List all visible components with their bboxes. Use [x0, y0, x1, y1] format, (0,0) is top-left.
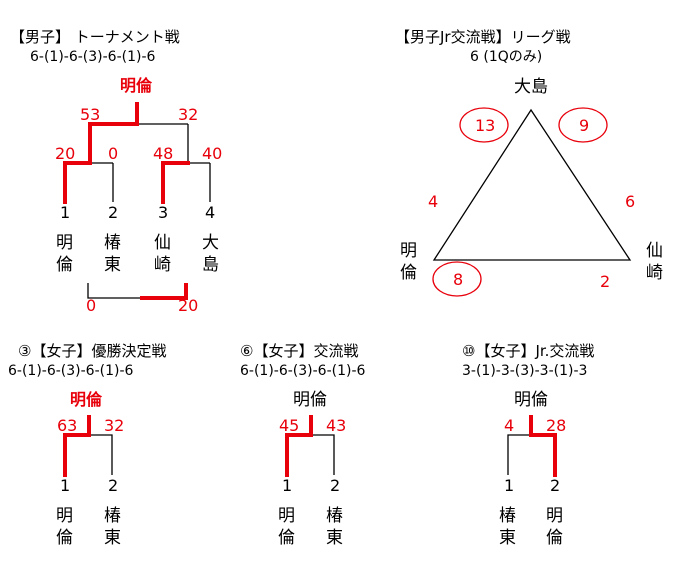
- girls-exchange-seed-2: 2: [330, 476, 340, 495]
- girls-exchange-team-2-char-1: 椿: [326, 506, 343, 526]
- boys-third-score-right: 20: [178, 296, 198, 315]
- girls-jr-seed-2: 2: [550, 476, 560, 495]
- girls-final: ③【女子】優勝決定戦 6-(1)-6-(3)-6-(1)-6 明倫 63 32 …: [8, 342, 166, 548]
- girls-final-team-2-char-2: 東: [104, 528, 121, 548]
- girls-final-winner-path: [63, 415, 91, 477]
- boys-tournament-score-line: 6-(1)-6-(3)-6-(1)-6: [30, 49, 156, 65]
- league-team-top: 大島: [514, 77, 548, 97]
- boys-seed-4: 4: [205, 203, 215, 222]
- girls-final-title: ③【女子】優勝決定戦: [18, 342, 166, 360]
- boys-tournament-title: 【男子】 トーナメント戦: [10, 28, 180, 46]
- boys-team-4-char-2: 島: [202, 255, 219, 275]
- league-circle-top-right: [558, 107, 608, 143]
- league-side-right: 6: [625, 192, 635, 211]
- girls-jr-team-1-char-1: 椿: [499, 506, 516, 526]
- league-circle-top-left: [459, 107, 509, 143]
- girls-exchange-score-right: 43: [326, 416, 346, 435]
- girls-final-team-1-char-2: 倫: [56, 528, 73, 548]
- league-team-right-char-1: 仙: [646, 241, 663, 261]
- girls-exchange-champion: 明倫: [293, 390, 327, 410]
- league-score-bottom-left: 8: [453, 270, 463, 289]
- girls-exchange-seed-1: 1: [282, 476, 292, 495]
- girls-exchange-team-2-char-2: 東: [326, 528, 343, 548]
- girls-final-team-2-char-1: 椿: [104, 506, 121, 526]
- boys-champion-label: 明倫: [120, 76, 153, 95]
- league-score-top-left: 13: [475, 116, 495, 135]
- girls-jr-score-left: 4: [504, 416, 514, 435]
- girls-jr-team-2-char-1: 明: [546, 506, 563, 526]
- girls-jr-team-2-char-2: 倫: [546, 528, 563, 548]
- league-title: 【男子Jr交流戦】リーグ戦: [395, 28, 571, 46]
- boys-third-score-left: 0: [86, 296, 96, 315]
- league-side-left: 4: [428, 192, 438, 211]
- boys-jr-league: 【男子Jr交流戦】リーグ戦 6 (1Qのみ) 大島 明 倫 仙 崎 13 9 8…: [395, 28, 663, 297]
- girls-final-score-right: 32: [104, 416, 124, 435]
- boys-team-1-char-1: 明: [56, 233, 73, 253]
- boys-first-score-b: 0: [108, 144, 118, 163]
- boys-seed-1: 1: [60, 203, 70, 222]
- boys-team-4-char-1: 大: [202, 233, 219, 253]
- girls-final-score-left: 63: [57, 416, 77, 435]
- girls-jr-seed-1: 1: [504, 476, 514, 495]
- boys-team-3-char-1: 仙: [154, 233, 171, 253]
- boys-first-score-a: 20: [55, 144, 75, 163]
- league-team-left-char-1: 明: [400, 241, 417, 261]
- girls-final-champion: 明倫: [70, 390, 103, 409]
- boys-semi-score-right: 32: [178, 105, 198, 124]
- league-sub: 6 (1Qのみ): [470, 49, 542, 65]
- girls-final-seed-1: 1: [60, 476, 70, 495]
- league-score-top-right: 9: [579, 116, 589, 135]
- girls-exchange-team-1-char-2: 倫: [278, 528, 295, 548]
- girls-jr-score-line: 3-(1)-3-(3)-3-(1)-3: [462, 363, 587, 379]
- boys-team-1-char-2: 倫: [56, 255, 73, 275]
- girls-exchange-winner-path: [285, 415, 313, 477]
- girls-exchange-score-left: 45: [279, 416, 299, 435]
- girls-exchange-score-line: 6-(1)-6-(3)-6-(1)-6: [240, 363, 366, 379]
- league-circle-bottom-left: [432, 261, 482, 297]
- girls-final-team-1-char-1: 明: [56, 506, 73, 526]
- girls-jr-title: ⑩【女子】Jr.交流戦: [462, 342, 594, 360]
- league-side-bottom: 2: [600, 272, 610, 291]
- boys-seed-3: 3: [158, 203, 168, 222]
- boys-semi-score-left: 53: [80, 105, 100, 124]
- boys-winner-path: [63, 102, 190, 204]
- girls-exchange-loser-line: [311, 434, 335, 475]
- boys-first-score-c: 48: [153, 144, 173, 163]
- girls-jr-exchange: ⑩【女子】Jr.交流戦 3-(1)-3-(3)-3-(1)-3 明倫 4 28 …: [462, 342, 594, 548]
- girls-exchange-title: ⑥【女子】交流戦: [240, 342, 358, 360]
- girls-jr-winner-path: [529, 415, 557, 477]
- boys-third-place-bracket: 0 20: [86, 283, 198, 315]
- league-triangle: [432, 108, 632, 261]
- boys-team-2-char-1: 椿: [104, 233, 121, 253]
- boys-bracket-lines: [90, 123, 211, 202]
- girls-final-score-line: 6-(1)-6-(3)-6-(1)-6: [8, 363, 134, 379]
- girls-jr-score-right: 28: [546, 416, 566, 435]
- boys-first-score-d: 40: [202, 144, 222, 163]
- girls-jr-loser-line: [507, 434, 531, 475]
- boys-team-2-char-2: 東: [104, 255, 121, 275]
- boys-seed-2: 2: [108, 203, 118, 222]
- girls-jr-champion: 明倫: [514, 390, 548, 410]
- girls-exchange: ⑥【女子】交流戦 6-(1)-6-(3)-6-(1)-6 明倫 45 43 1 …: [240, 342, 366, 548]
- girls-exchange-team-1-char-1: 明: [278, 506, 295, 526]
- boys-tournament: 【男子】 トーナメント戦 6-(1)-6-(3)-6-(1)-6 明倫 53 3…: [10, 28, 222, 315]
- league-team-left-char-2: 倫: [400, 263, 417, 283]
- girls-final-loser-line: [89, 434, 113, 475]
- league-team-right-char-2: 崎: [646, 263, 663, 283]
- boys-team-3-char-2: 崎: [154, 255, 171, 275]
- girls-jr-team-1-char-2: 東: [499, 528, 516, 548]
- girls-final-seed-2: 2: [108, 476, 118, 495]
